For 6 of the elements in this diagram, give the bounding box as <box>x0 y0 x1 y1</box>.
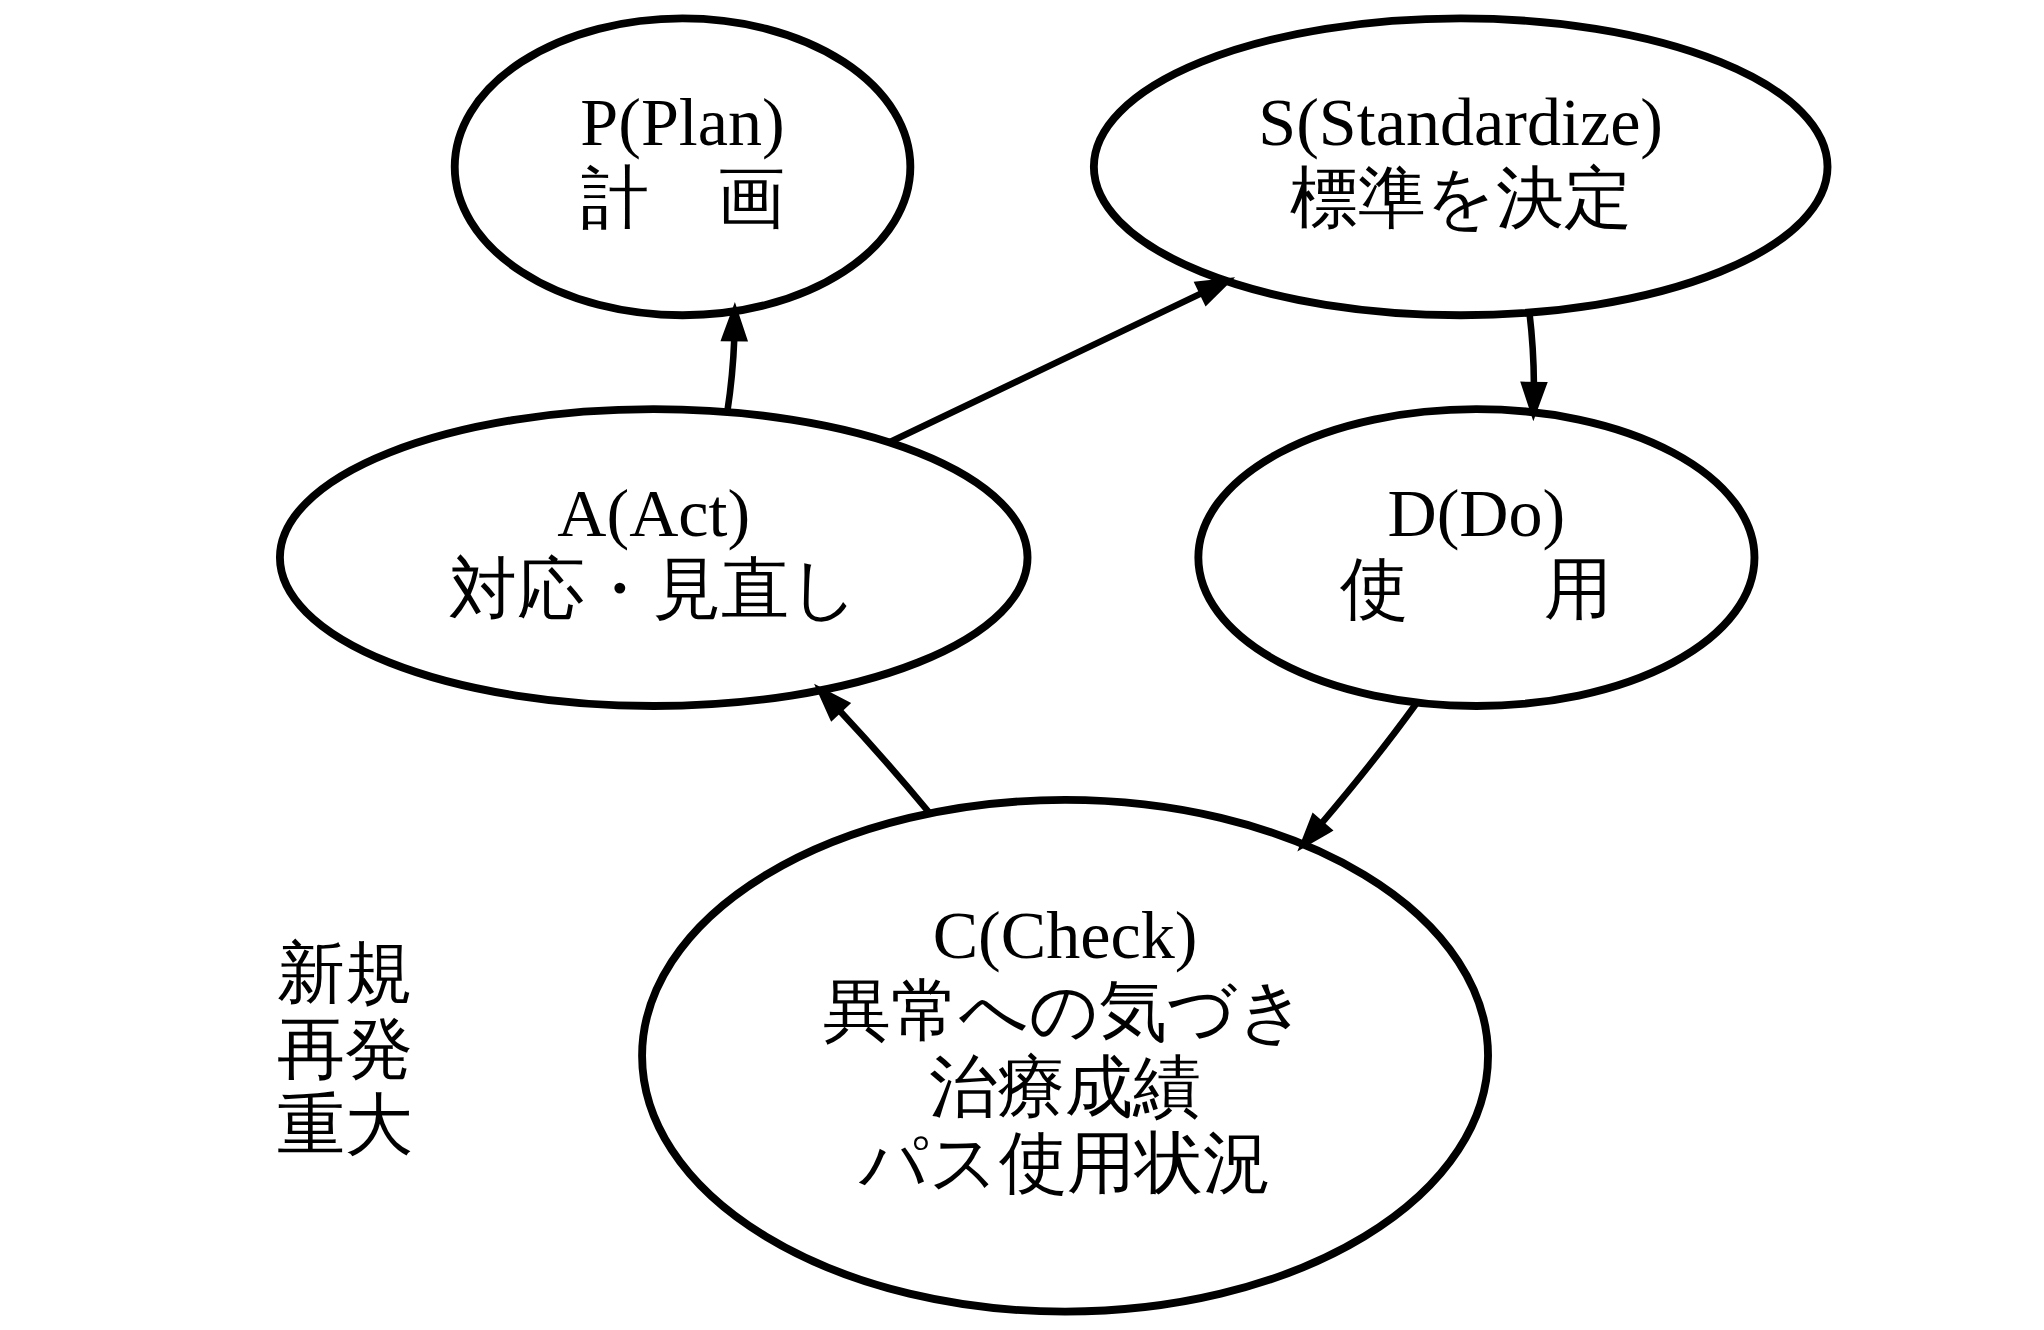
node-ellipse: D(Do) 使 用 <box>1193 405 1758 710</box>
node-ellipse: A(Act) 対応・見直し <box>275 405 1031 710</box>
node-ellipse: C(Check) 異常への気づき 治療成績 パス使用状況 <box>637 795 1492 1316</box>
node-ellipse: P(Plan) 計 画 <box>450 14 914 320</box>
arrow <box>1519 312 1548 422</box>
node-ellipse: S(Standardize) 標準を決定 <box>1089 14 1831 320</box>
